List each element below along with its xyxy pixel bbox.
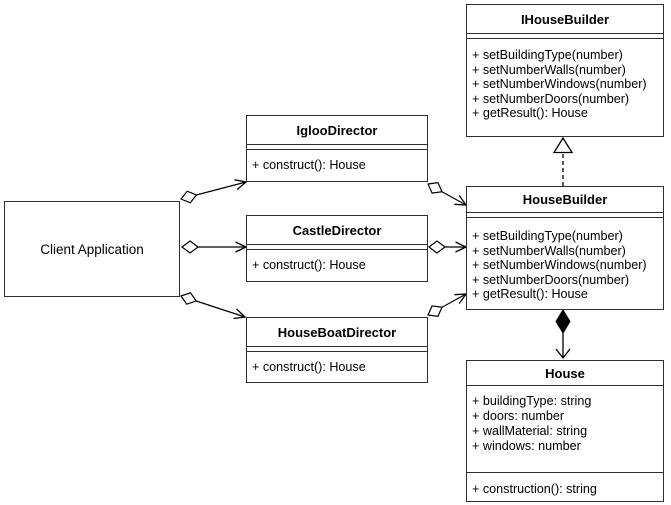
attributes-compartment: + buildingType: string + doors: number +… xyxy=(467,386,663,473)
class-member: + setNumberDoors(number) xyxy=(472,272,630,287)
methods-compartment: + construct(): House xyxy=(247,150,427,181)
class-box-housebuilder: HouseBuilder + setBuildingType(number) +… xyxy=(466,186,664,310)
empty-attributes-compartment xyxy=(247,347,427,352)
methods-compartment: + setBuildingType(number) + setNumberWal… xyxy=(467,218,663,309)
class-member: + setNumberWalls(number) xyxy=(472,62,626,77)
class-member: + setNumberDoors(number) xyxy=(472,91,630,106)
class-member: + doors: number xyxy=(472,409,565,423)
composition-diamond-icon xyxy=(555,309,571,334)
methods-compartment: + setBuildingType(number) + setNumberWal… xyxy=(467,39,663,136)
class-member: + wallMaterial: string xyxy=(472,424,588,438)
class-box-houseboatdirector: HouseBoatDirector + construct(): House xyxy=(246,317,428,383)
empty-attributes-compartment xyxy=(467,34,663,39)
open-arrow-down-icon xyxy=(555,348,571,360)
class-member: + buildingType: string xyxy=(472,394,592,408)
edge-houseboatdirector-housebuilder-aggregation xyxy=(428,294,466,315)
class-member: + construct(): House xyxy=(252,359,366,374)
edge-client-iglodirector-aggregation xyxy=(181,182,246,199)
class-member: + getResult(): House xyxy=(472,106,588,121)
class-title: HouseBoatDirector xyxy=(247,318,427,347)
empty-attributes-compartment xyxy=(467,213,663,218)
empty-attributes-compartment xyxy=(247,245,427,250)
methods-compartment: + construct(): House xyxy=(247,352,427,382)
class-title: IHouseBuilder xyxy=(467,5,663,34)
class-box-ihousebuilder: IHouseBuilder + setBuildingType(number) … xyxy=(466,4,664,137)
class-member: + setNumberWindows(number) xyxy=(472,77,647,92)
empty-attributes-compartment xyxy=(247,145,427,150)
class-member: + setBuildingType(number) xyxy=(472,48,623,62)
class-member: + construct(): House xyxy=(252,158,366,173)
methods-compartment: + construction(): string xyxy=(467,473,663,501)
class-box-igloodirector: IglooDirector + construct(): House xyxy=(246,115,428,182)
class-title: CastleDirector xyxy=(247,216,427,245)
class-title: IglooDirector xyxy=(247,116,427,145)
class-member: + setNumberWindows(number) xyxy=(472,258,647,273)
class-title: House xyxy=(467,361,663,386)
realization-triangle-icon xyxy=(552,136,574,154)
class-member: + construction(): string xyxy=(472,482,597,496)
class-title: HouseBuilder xyxy=(467,187,663,213)
class-title: Client Application xyxy=(40,241,144,257)
edge-iglodirector-housebuilder-aggregation xyxy=(428,184,466,205)
class-member: + setBuildingType(number) xyxy=(472,229,623,243)
class-member: + setNumberWalls(number) xyxy=(472,243,626,258)
edge-client-houseboatdirector-aggregation xyxy=(181,296,245,317)
class-box-house: House + buildingType: string + doors: nu… xyxy=(466,360,664,502)
class-member: + windows: number xyxy=(472,439,581,453)
class-member: + getResult(): House xyxy=(472,287,588,302)
class-box-client-application: Client Application xyxy=(4,201,180,297)
class-box-castledirector: CastleDirector + construct(): House xyxy=(246,215,428,282)
methods-compartment: + construct(): House xyxy=(247,250,427,281)
class-member: + construct(): House xyxy=(252,258,366,273)
